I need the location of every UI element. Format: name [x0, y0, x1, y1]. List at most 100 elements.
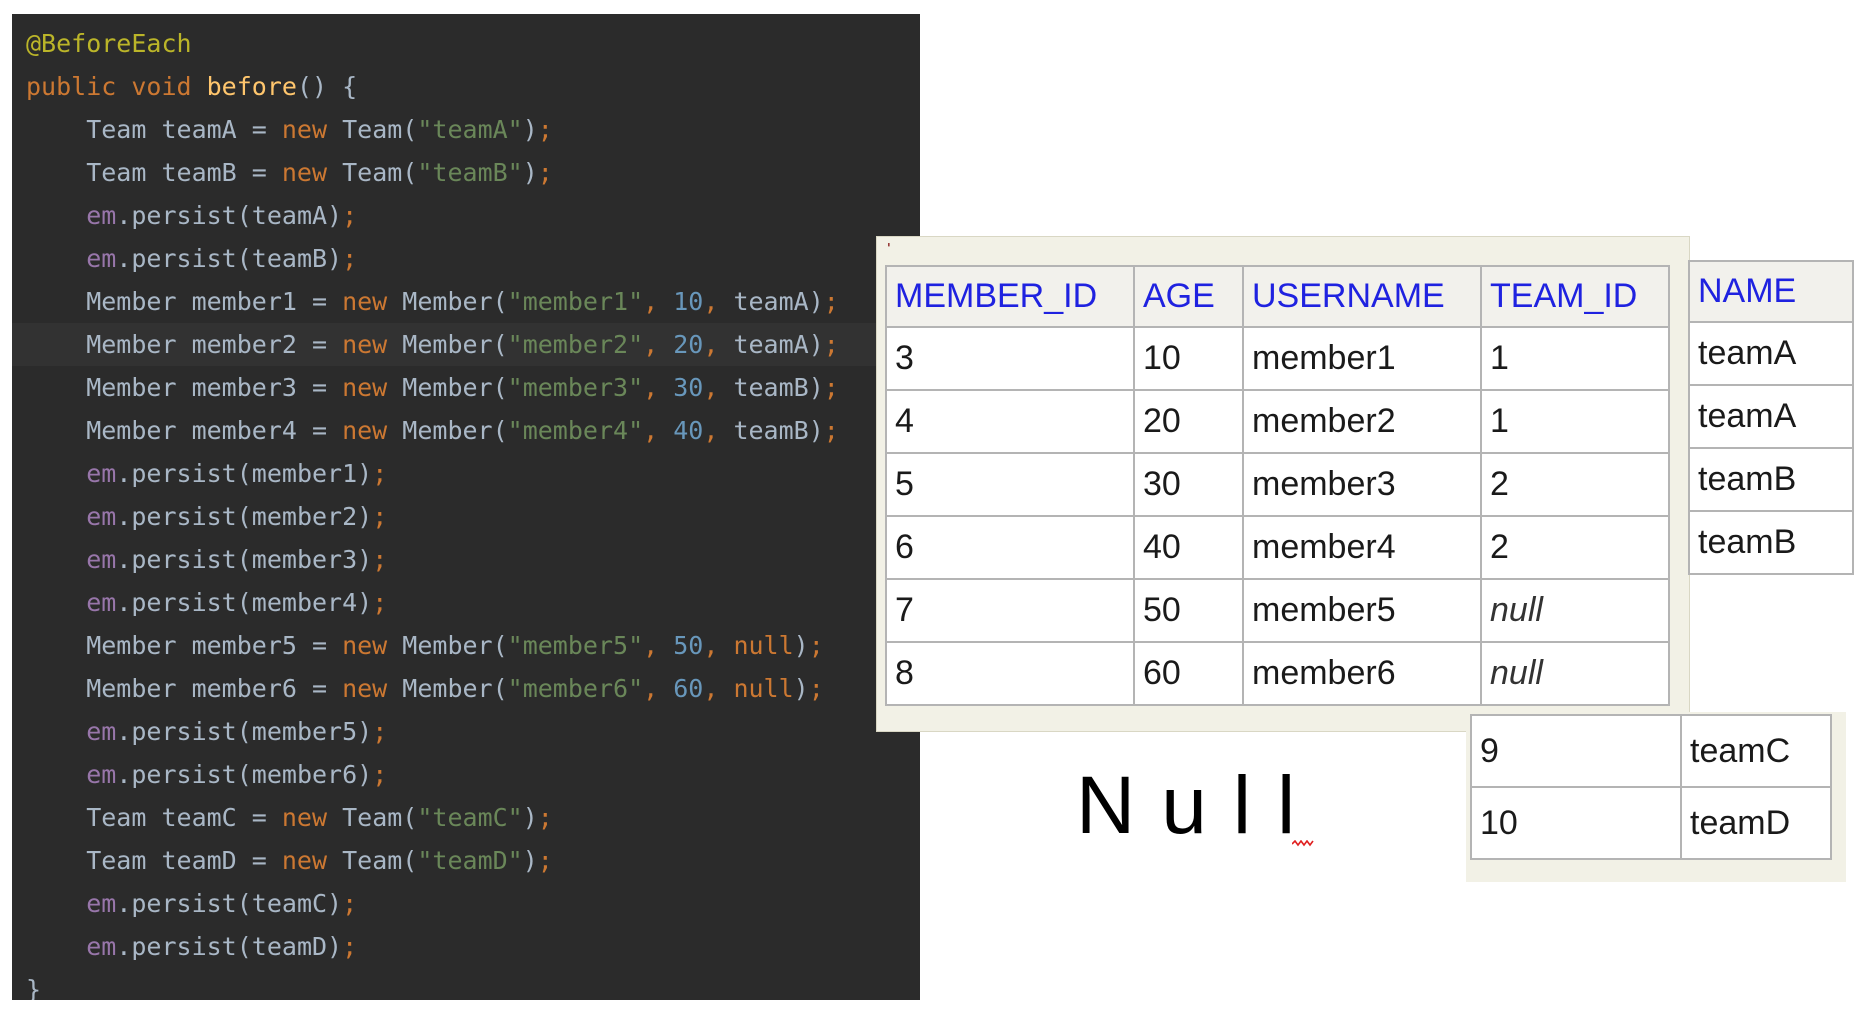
code-line[interactable]: em.persist(teamB); — [26, 237, 357, 280]
table-cell[interactable]: teamD — [1680, 786, 1832, 860]
table-cell[interactable]: 1 — [1480, 326, 1670, 391]
code-line[interactable]: Team teamB = new Team("teamB"); — [26, 151, 553, 194]
code-token: .persist(member1) — [116, 459, 373, 488]
code-token: Team( — [342, 846, 418, 875]
code-line[interactable]: Member member2 = new Member("member2", 2… — [26, 323, 839, 366]
table-cell[interactable]: member5 — [1242, 578, 1482, 643]
code-line[interactable]: em.persist(member5); — [26, 710, 387, 753]
table-cell[interactable]: 40 — [1133, 515, 1244, 580]
code-token: 60 — [673, 674, 704, 703]
column-header-team-id[interactable]: TEAM_ID — [1480, 265, 1670, 328]
column-header-name[interactable]: NAME — [1688, 260, 1854, 323]
table-cell[interactable]: null — [1480, 578, 1670, 643]
code-token: new — [342, 416, 403, 445]
code-line[interactable]: Member member4 = new Member("member4", 4… — [26, 409, 839, 452]
code-line[interactable]: em.persist(member3); — [26, 538, 387, 581]
code-line[interactable]: @BeforeEach — [26, 22, 192, 65]
code-token: , — [703, 330, 734, 359]
table-row[interactable]: teamA — [1688, 321, 1854, 386]
table-cell[interactable]: member6 — [1242, 641, 1482, 706]
table-row[interactable]: teamB — [1688, 510, 1854, 575]
table-cell[interactable]: 20 — [1133, 389, 1244, 454]
code-token: Team teamA = — [26, 115, 282, 144]
table-cell[interactable]: member1 — [1242, 326, 1482, 391]
table-cell[interactable]: 4 — [885, 389, 1135, 454]
column-header-age[interactable]: AGE — [1133, 265, 1244, 328]
code-line[interactable]: } — [26, 968, 41, 1000]
code-line[interactable]: Member member5 = new Member("member5", 5… — [26, 624, 824, 667]
table-cell[interactable]: 2 — [1480, 452, 1670, 517]
table-cell[interactable]: 7 — [885, 578, 1135, 643]
table-cell[interactable]: 2 — [1480, 515, 1670, 580]
column-header-member-id[interactable]: MEMBER_ID — [885, 265, 1135, 328]
table-cell[interactable]: 5 — [885, 452, 1135, 517]
code-token: "member1" — [507, 287, 644, 316]
table-cell[interactable]: member3 — [1242, 452, 1482, 517]
table-cell[interactable]: 6 — [885, 515, 1135, 580]
code-token: em — [86, 459, 117, 488]
column-header-username[interactable]: USERNAME — [1242, 265, 1482, 328]
table-cell[interactable]: teamB — [1688, 447, 1854, 512]
table-cell[interactable]: teamC — [1680, 714, 1832, 788]
code-token: em — [86, 502, 117, 531]
code-token — [26, 889, 86, 918]
table-cell[interactable]: 3 — [885, 326, 1135, 391]
table-cell[interactable]: null — [1480, 641, 1670, 706]
code-line[interactable]: Team teamC = new Team("teamC"); — [26, 796, 553, 839]
code-token: em — [86, 932, 117, 961]
code-token: Member( — [402, 373, 508, 402]
code-token: new — [342, 373, 403, 402]
code-token: ; — [823, 373, 839, 402]
code-token — [26, 201, 86, 230]
code-line[interactable]: em.persist(member1); — [26, 452, 387, 495]
code-line[interactable]: Member member1 = new Member("member1", 1… — [26, 280, 839, 323]
code-line[interactable]: Member member3 = new Member("member3", 3… — [26, 366, 839, 409]
code-token: null — [733, 674, 794, 703]
table-cell[interactable]: teamA — [1688, 321, 1854, 386]
code-line[interactable]: em.persist(teamA); — [26, 194, 357, 237]
code-token: , — [643, 287, 674, 316]
code-token: , — [643, 373, 674, 402]
code-token: Member( — [402, 287, 508, 316]
table-cell[interactable]: teamB — [1688, 510, 1854, 575]
table-cell[interactable]: 9 — [1470, 714, 1682, 788]
code-line[interactable]: Team teamD = new Team("teamD"); — [26, 839, 553, 882]
code-line[interactable]: em.persist(teamD); — [26, 925, 357, 968]
table-cell[interactable]: teamA — [1688, 384, 1854, 449]
code-line[interactable]: em.persist(member4); — [26, 581, 387, 624]
code-line[interactable]: Member member6 = new Member("member6", 6… — [26, 667, 824, 710]
code-token: ; — [808, 631, 824, 660]
code-line[interactable]: public void before() { — [26, 65, 357, 108]
code-line[interactable]: em.persist(teamC); — [26, 882, 357, 925]
table-cell[interactable]: 8 — [885, 641, 1135, 706]
code-token: ; — [372, 588, 388, 617]
table-row[interactable]: teamB — [1688, 447, 1854, 512]
code-line[interactable]: Team teamA = new Team("teamA"); — [26, 108, 553, 151]
table-cell[interactable]: member4 — [1242, 515, 1482, 580]
code-token: ; — [537, 158, 553, 187]
table-cell[interactable]: 10 — [1470, 786, 1682, 860]
table-row[interactable]: teamA — [1688, 384, 1854, 449]
table-cell[interactable]: member2 — [1242, 389, 1482, 454]
table-cell[interactable]: 30 — [1133, 452, 1244, 517]
code-token — [26, 545, 86, 574]
table-cell[interactable]: 1 — [1480, 389, 1670, 454]
table-cell[interactable]: 10 — [1133, 326, 1244, 391]
code-line[interactable]: em.persist(member6); — [26, 753, 387, 796]
code-line[interactable]: em.persist(member2); — [26, 495, 387, 538]
code-token: "teamA" — [417, 115, 523, 144]
code-token: before — [206, 72, 297, 101]
table-cell[interactable]: 60 — [1133, 641, 1244, 706]
table-cell[interactable]: 50 — [1133, 578, 1244, 643]
code-token: "member6" — [507, 674, 644, 703]
